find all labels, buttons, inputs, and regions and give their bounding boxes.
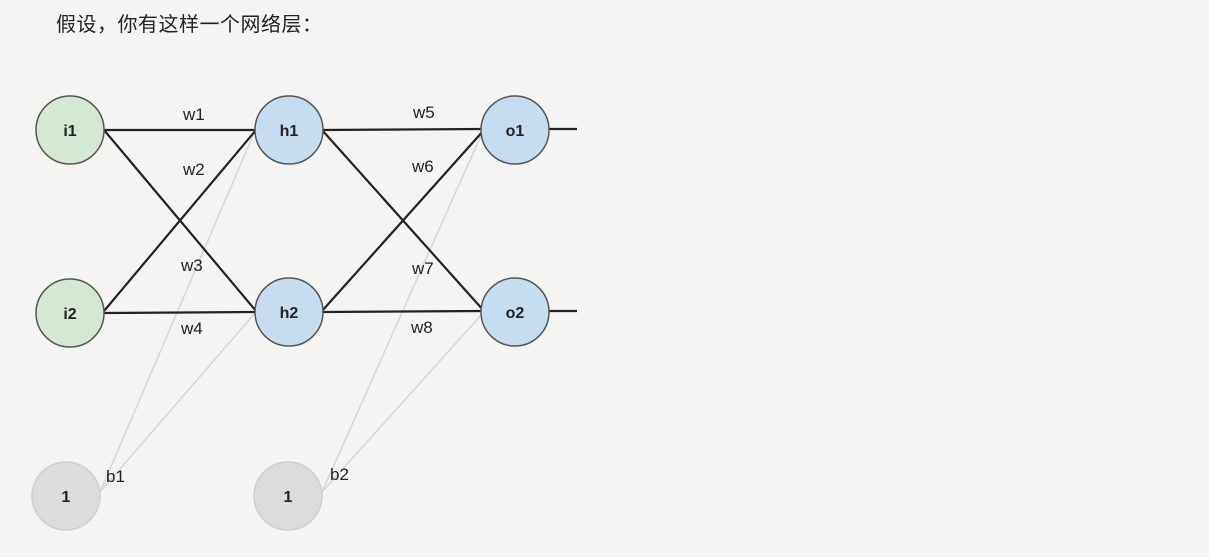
edge-h2-o1	[321, 129, 485, 312]
weight-label-w5: w5	[412, 103, 435, 122]
node-label-o1: o1	[506, 123, 525, 140]
weight-label-w2: w2	[182, 160, 205, 179]
edge-i2-h2	[103, 310, 257, 315]
node-o2: o2	[480, 277, 550, 347]
weight-label-w7: w7	[411, 259, 434, 278]
node-o1: o1	[480, 95, 550, 165]
edge-i2-h1	[103, 129, 257, 312]
node-bias-2: 1	[253, 461, 323, 531]
edge-b1-h2	[99, 312, 256, 493]
node-h2: h2	[254, 277, 324, 347]
edge-h1-o1	[321, 127, 484, 132]
edge-b2-o2	[321, 312, 484, 493]
node-label-o2: o2	[506, 305, 525, 322]
node-label-i1: i1	[63, 123, 76, 140]
node-label-i2: i2	[63, 306, 76, 323]
node-i1: i1	[35, 95, 105, 165]
node-label-bias-1: 1	[62, 489, 71, 506]
node-i2: i2	[35, 278, 105, 348]
node-label-h2: h2	[280, 305, 299, 322]
intro-text: 假设，你有这样一个网络层：	[56, 12, 323, 36]
bias-label-b1: b1	[106, 467, 125, 486]
node-label-h1: h1	[280, 123, 299, 140]
node-label-bias-2: 1	[284, 489, 293, 506]
bias-label-b2: b2	[330, 465, 349, 484]
node-bias-1: 1	[31, 461, 101, 531]
edge-h2-o2	[321, 309, 484, 314]
node-h1: h1	[254, 95, 324, 165]
weight-label-w8: w8	[410, 318, 433, 337]
weight-label-w6: w6	[411, 157, 434, 176]
weight-label-w3: w3	[180, 256, 203, 275]
weight-label-w4: w4	[180, 319, 203, 338]
weight-edges	[103, 127, 577, 315]
weight-label-w1: w1	[182, 105, 205, 124]
